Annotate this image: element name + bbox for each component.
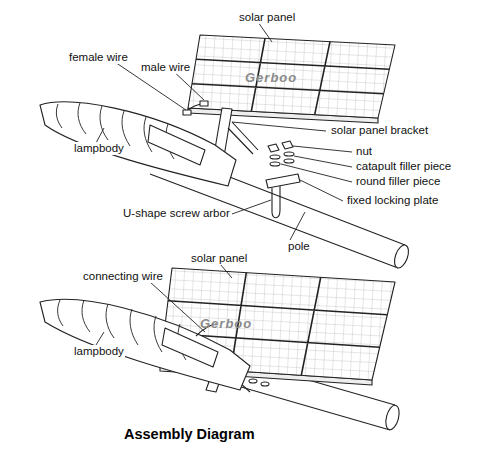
part-label: catapult filler piece — [355, 160, 452, 173]
assembly-illustration-stroke — [40, 22, 411, 431]
pole-stroke — [383, 404, 401, 431]
fasteners-stroke — [284, 159, 294, 163]
watermark: Gerboo — [200, 316, 252, 331]
leader-lines-stroke — [150, 282, 205, 332]
solar-panel — [188, 35, 395, 123]
fasteners-stroke — [270, 162, 280, 166]
pole-stroke — [150, 174, 398, 268]
solar-panel-stroke — [188, 35, 395, 118]
wires-stroke — [200, 101, 208, 106]
leader-lines-stroke — [232, 200, 271, 214]
fasteners-stroke — [282, 141, 293, 149]
solar-panel-stroke — [188, 35, 395, 118]
part-label: solar panel — [190, 252, 248, 265]
part-label: lampbody — [73, 142, 125, 155]
part-label: nut — [355, 145, 373, 158]
wires-stroke — [183, 110, 191, 115]
leader-lines — [96, 22, 352, 345]
leader-lines-stroke — [293, 146, 352, 152]
lampbody-stroke — [249, 379, 257, 383]
part-label: U-shape screw arbor — [122, 207, 231, 220]
leader-lines-stroke — [232, 122, 326, 131]
fasteners-stroke — [272, 210, 280, 218]
lampbody-stroke — [162, 328, 218, 367]
leader-lines-stroke — [290, 212, 305, 240]
fasteners-stroke — [284, 152, 294, 156]
part-label: female wire — [68, 51, 129, 64]
leader-lines-stroke — [294, 156, 352, 167]
leader-lines-stroke — [258, 22, 272, 42]
part-label: fixed locking plate — [346, 194, 439, 207]
leader-lines-stroke — [300, 180, 343, 201]
lampbody — [40, 299, 269, 390]
leader-lines-stroke — [220, 264, 232, 278]
fasteners-stroke — [270, 155, 280, 159]
fasteners-stroke — [272, 186, 280, 212]
part-label: connecting wire — [82, 270, 164, 283]
part-label: pole — [287, 240, 311, 253]
part-label: solar panel bracket — [330, 124, 429, 137]
lampbody-stroke — [40, 102, 236, 186]
leader-lines-stroke — [96, 332, 104, 345]
fasteners — [266, 141, 300, 218]
part-label: solar panel — [238, 11, 296, 24]
lampbody — [40, 102, 236, 186]
fasteners-stroke — [266, 174, 300, 188]
lampbody-stroke — [40, 299, 250, 390]
part-label: round filler piece — [355, 175, 441, 188]
lampbody-stroke — [148, 125, 205, 165]
part-label: lampbody — [73, 345, 125, 358]
pole-stroke — [392, 243, 411, 270]
leader-lines-stroke — [281, 164, 352, 182]
leader-lines-stroke — [96, 128, 104, 143]
wires — [183, 101, 208, 115]
lampbody-stroke — [261, 382, 269, 386]
part-label: male wire — [140, 61, 191, 74]
diagram-caption: Assembly Diagram — [124, 426, 255, 442]
watermark: Gerboo — [245, 70, 297, 85]
solar-panel-stroke — [192, 38, 389, 114]
fasteners-stroke — [268, 144, 279, 152]
solar-panel-bracket-stroke — [228, 122, 258, 154]
